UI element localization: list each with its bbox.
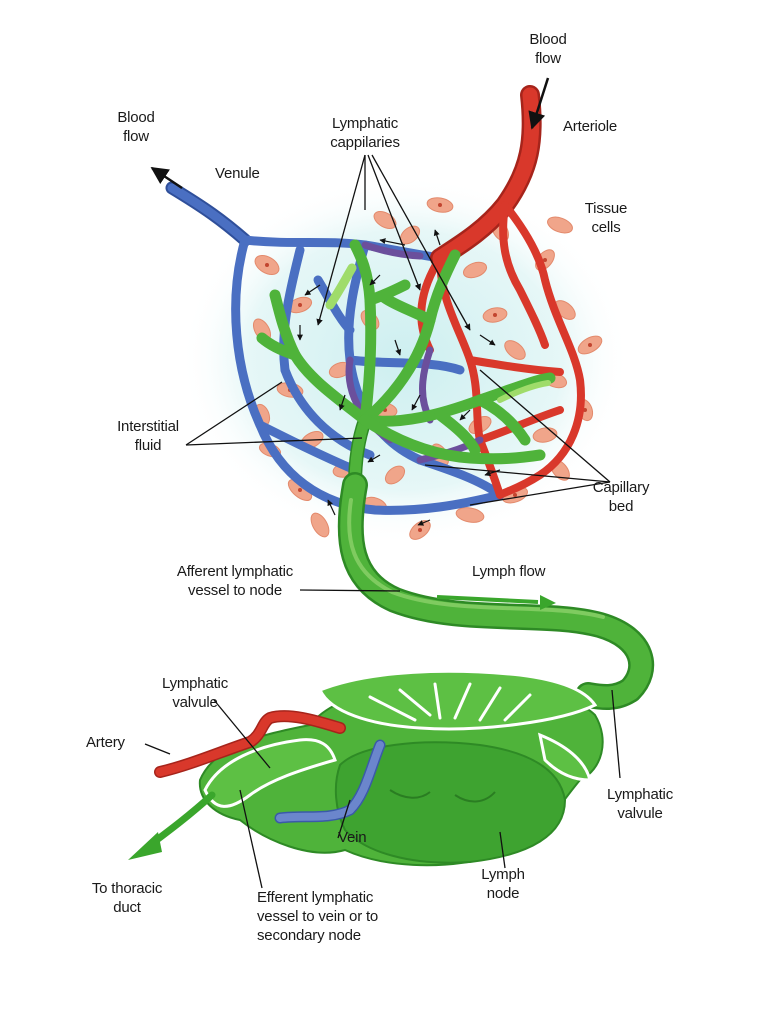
- label-tissue-cells: Tissue cells: [584, 200, 628, 236]
- label-afferent-vessel: Afferent lymphatic vessel to node: [176, 563, 294, 599]
- label-to-thoracic-duct: To thoracic duct: [91, 880, 163, 916]
- afferent-lymphatic-vessel: [337, 472, 655, 710]
- lymph-flow-arrow: [436, 595, 556, 610]
- label-lymphatic-capillaries: Lymphatic cappilaries: [330, 115, 400, 151]
- label-lymphatic-valvule-left: Lymphatic valvule: [161, 675, 228, 711]
- lymphatic-capillaries: [256, 239, 556, 492]
- label-efferent-vessel: Efferent lymphatic vessel to vein or to …: [257, 889, 379, 944]
- label-artery: Artery: [86, 734, 125, 751]
- efferent-arrow: [128, 791, 216, 860]
- label-interstitial-fluid: Interstitial fluid: [117, 418, 179, 454]
- blood-flow-arrows: [150, 77, 550, 190]
- fluid-flow-arrows: [297, 229, 501, 526]
- lymph-node: [198, 669, 604, 867]
- label-arteriole: Arteriole: [563, 118, 618, 135]
- label-vein: Vein: [338, 829, 367, 846]
- label-lymph-flow: Lymph flow: [472, 563, 546, 580]
- label-blood-flow-out: Blood flow: [117, 109, 155, 145]
- blood-vessels-node: [154, 710, 386, 824]
- label-blood-flow-in: Blood flow: [529, 31, 567, 67]
- label-lymph-node: Lymph node: [481, 866, 525, 902]
- label-leader-lines: [144, 154, 621, 889]
- label-venule: Venule: [215, 165, 260, 182]
- label-lymphatic-valvule-right: Lymphatic valvule: [606, 786, 673, 822]
- label-capillary-bed: Capillary bed: [592, 479, 650, 515]
